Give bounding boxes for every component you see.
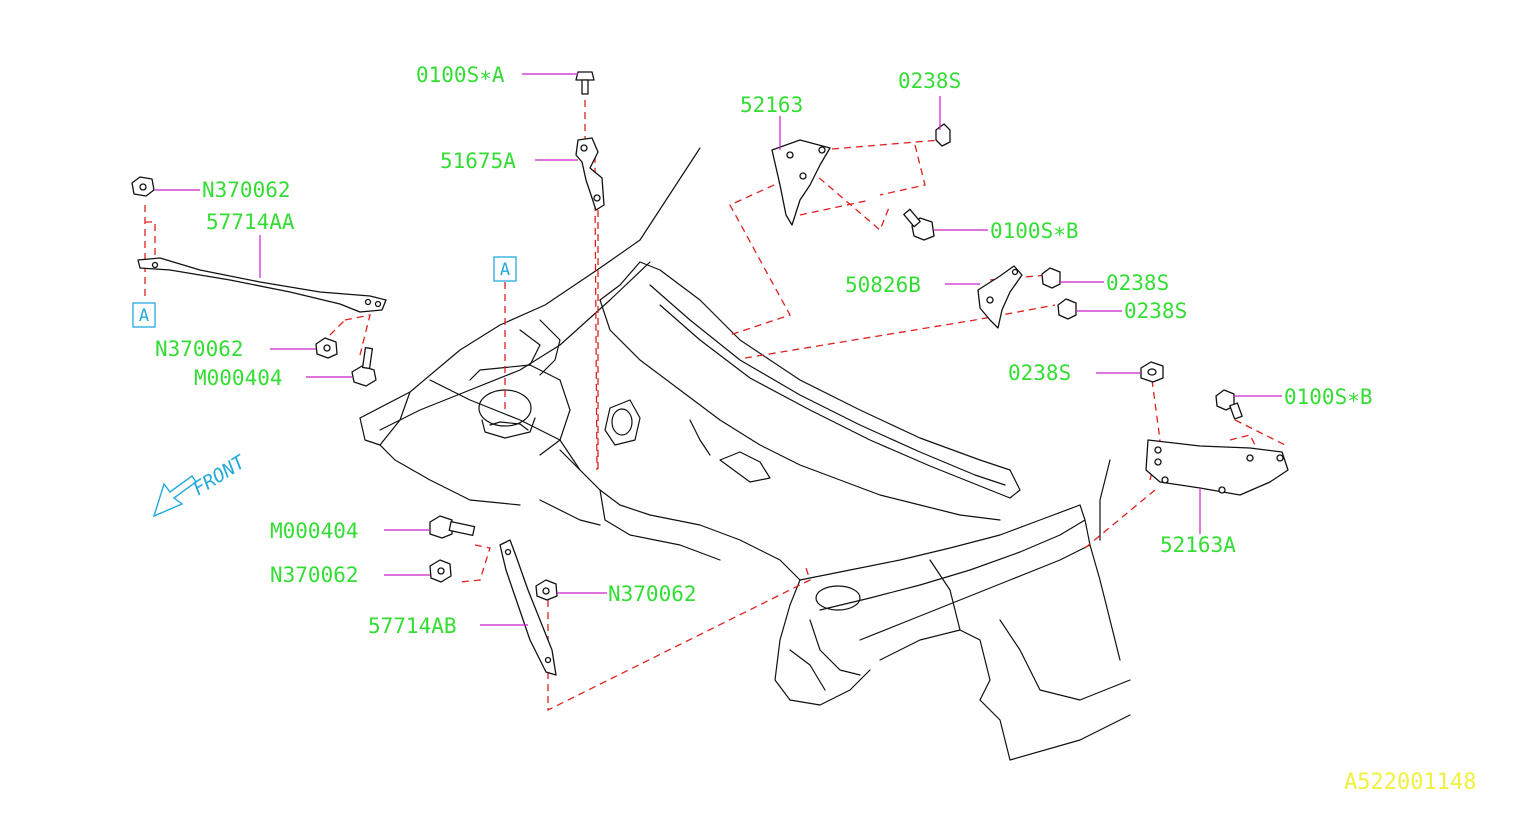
leader-lines (155, 73, 1282, 626)
label-0238s-mid1: 0238S (1106, 271, 1169, 295)
bolt-m000404-bottom-icon (429, 515, 476, 539)
label-51675a: 51675A (440, 149, 516, 173)
label-m000404-bottom: M000404 (270, 519, 359, 543)
label-0100s-a: 0100S∗A (416, 63, 505, 87)
bracket-52163a-icon (1145, 439, 1289, 496)
reference-marker-left: A (132, 302, 156, 328)
label-52163: 52163 (740, 93, 803, 117)
parts (131, 71, 1289, 676)
bracket-50826b-icon (977, 265, 1023, 329)
label-m000404-left: M000404 (194, 366, 283, 390)
label-n370062-bottom-left: N370062 (270, 563, 359, 587)
front-arrow-icon (152, 475, 197, 518)
reference-marker-center: A (493, 256, 517, 282)
nut-0238s-mid2-icon (1057, 298, 1077, 320)
label-0238s-mid2: 0238S (1124, 299, 1187, 323)
nut-n370062-bottom-right-icon (535, 579, 558, 601)
label-n370062-bottom-right: N370062 (608, 582, 697, 606)
bolt-0100s-b-top-icon (903, 208, 935, 241)
assembly-dashed-lines (144, 100, 1286, 712)
label-50826b: 50826B (845, 273, 921, 297)
front-direction-indicator: FRONT (152, 450, 250, 518)
bar-57714aa-icon (137, 257, 387, 313)
bolt-m000404-left-icon (351, 347, 377, 387)
nut-n370062-left-mid-icon (315, 337, 338, 359)
front-label: FRONT (189, 450, 250, 500)
part-labels: 0100S∗A 51675A 52163 0238S 0100S∗B N3700… (155, 63, 1373, 638)
bracket-52163-icon (771, 139, 831, 226)
label-0238s-top: 0238S (898, 69, 961, 93)
label-0100s-b-top: 0100S∗B (990, 219, 1079, 243)
diagram-code: A522001148 (1344, 770, 1476, 795)
reference-marker-left-label: A (139, 306, 149, 326)
bar-57714ab-icon (499, 539, 557, 676)
nut-0238s-top-icon (935, 123, 951, 147)
label-57714aa: 57714AA (206, 210, 295, 234)
label-52163a: 52163A (1160, 533, 1236, 557)
label-n370062-left-top: N370062 (202, 178, 291, 202)
nut-n370062-bottom-left-icon (429, 559, 452, 583)
label-57714ab: 57714AB (368, 614, 457, 638)
stay-51675a-icon (575, 137, 605, 211)
bolt-0100s-a-icon (575, 71, 595, 95)
label-n370062-left-mid: N370062 (155, 337, 244, 361)
label-0238s-right: 0238S (1008, 361, 1071, 385)
label-0100s-b-right: 0100S∗B (1284, 385, 1373, 409)
bolt-0100s-b-right-icon (1215, 389, 1243, 420)
reference-marker-center-label: A (500, 260, 510, 280)
vehicle-body-structure (359, 147, 1131, 761)
nut-n370062-left-top-icon (131, 176, 155, 197)
nut-0238s-right-icon (1140, 361, 1164, 383)
nut-0238s-mid1-icon (1041, 267, 1061, 289)
